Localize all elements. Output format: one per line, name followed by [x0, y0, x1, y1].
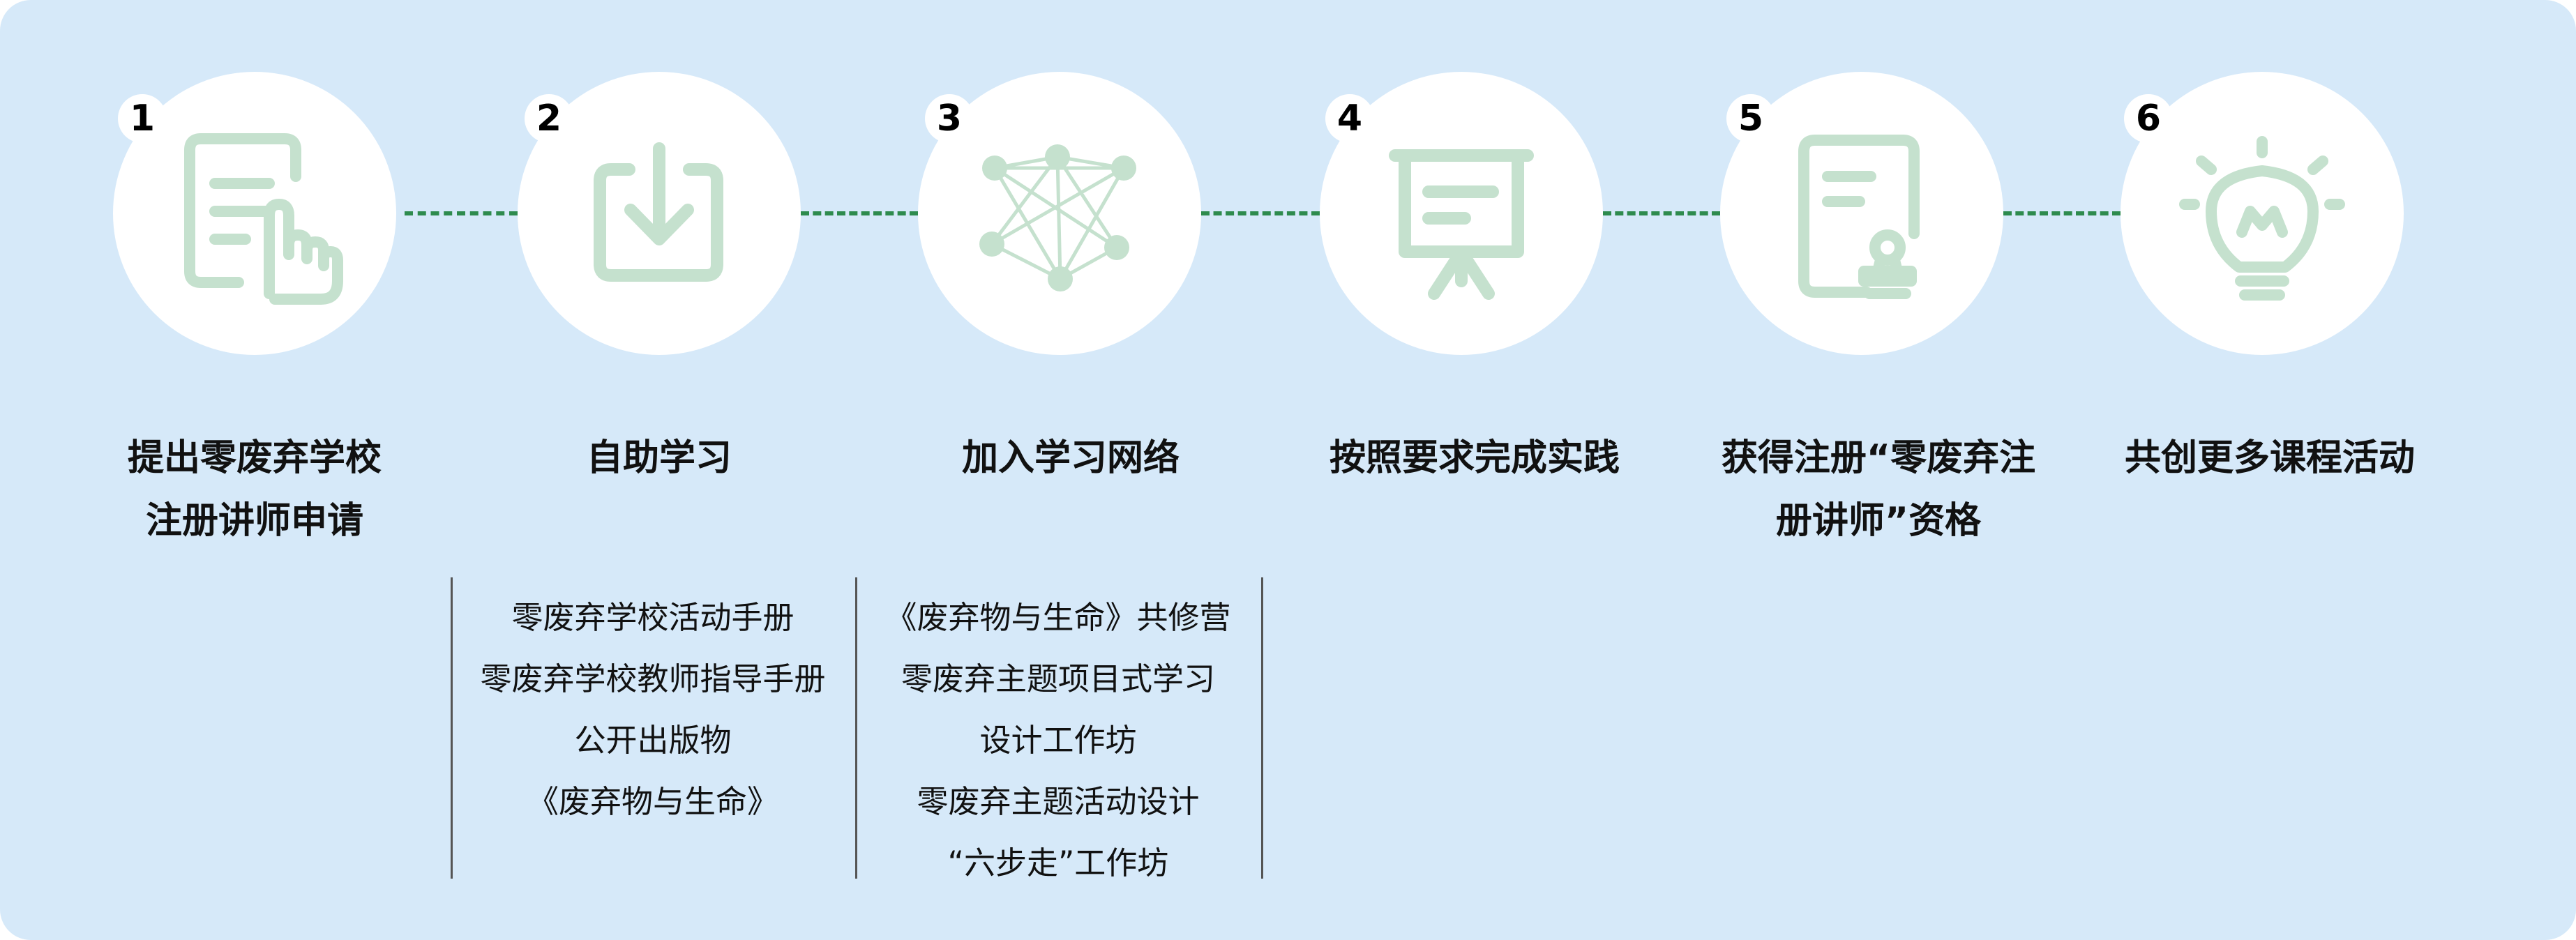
step-4-number: 4: [1325, 94, 1374, 143]
network-icon: [979, 144, 1136, 291]
resource-item: 《废弃物与生命》: [527, 783, 778, 820]
resource-item: 公开出版物: [574, 722, 732, 759]
resource-item: 零废弃学校活动手册: [511, 599, 794, 636]
step-4-title-line1: 按照要求完成实践: [1329, 437, 1620, 479]
certificate-stamp-icon: [1798, 135, 1920, 299]
step-5-title-line2: 册讲师”资格: [1775, 500, 1982, 542]
step-2-title-line1: 自助学习: [586, 437, 732, 479]
step-5-title-line1: 获得注册“零废弃注: [1721, 437, 2036, 479]
step-1-title-line2: 注册讲师申请: [145, 500, 363, 542]
resource-item: 零废弃主题活动设计: [917, 783, 1200, 820]
step-1-number: 1: [118, 94, 167, 143]
resource-item: 零废弃学校教师指导手册: [480, 660, 826, 697]
connector-2-3: [801, 211, 918, 215]
resource-item: 《废弃物与生命》共修营: [885, 599, 1231, 636]
step-2-title: 自助学习: [464, 427, 854, 490]
resource-item: “六步走”工作坊: [947, 844, 1169, 881]
step-5-title: 获得注册“零废弃注 册讲师”资格: [1683, 427, 2074, 552]
step-3-title-line1: 加入学习网络: [961, 437, 1180, 479]
divider-right: [1261, 577, 1263, 879]
lightbulb-icon: [2179, 136, 2345, 301]
step-6-number: 6: [2124, 94, 2173, 143]
resource-item: 零废弃主题项目式学习: [901, 660, 1215, 697]
self-study-resources: 零废弃学校活动手册 零废弃学校教师指导手册 公开出版物 《废弃物与生命》: [458, 587, 848, 833]
application-form-hand-icon: [184, 133, 343, 305]
step-6-title-line1: 共创更多课程活动: [2124, 437, 2415, 479]
step-1-title: 提出零废弃学校 注册讲师申请: [59, 427, 450, 552]
presentation-board-icon: [1389, 149, 1534, 300]
divider-left: [451, 577, 453, 879]
download-icon: [594, 142, 723, 282]
network-resources: 《废弃物与生命》共修营 零废弃主题项目式学习 设计工作坊 零废弃主题活动设计 “…: [863, 587, 1253, 894]
step-2-number: 2: [525, 94, 573, 143]
step-3-number: 3: [925, 94, 974, 143]
connector-5-6: [2003, 211, 2121, 215]
connector-4-5: [1603, 211, 1720, 215]
step-4-title: 按照要求完成实践: [1279, 427, 1670, 490]
divider-middle: [855, 577, 857, 879]
step-5-number: 5: [1726, 94, 1775, 143]
step-3-title: 加入学习网络: [875, 427, 1266, 490]
connector-1-2: [405, 211, 518, 215]
connector-3-4: [1201, 211, 1320, 215]
step-1-title-line1: 提出零废弃学校: [127, 437, 382, 479]
step-6-title: 共创更多课程活动: [2074, 427, 2465, 490]
resource-item: 设计工作坊: [979, 722, 1137, 759]
